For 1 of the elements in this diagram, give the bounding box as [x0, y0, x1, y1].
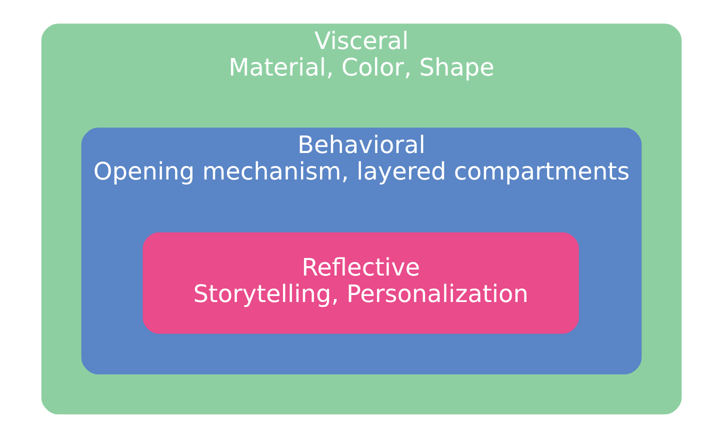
node-box: Reflective Storytelling, Personalization: [142, 232, 578, 334]
